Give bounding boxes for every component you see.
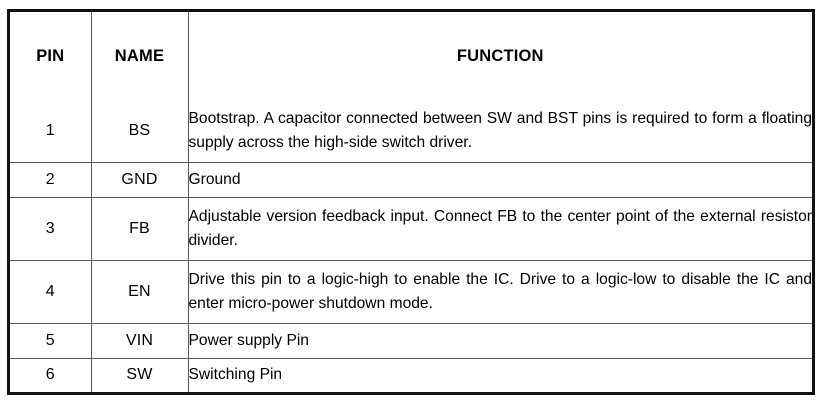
cell-name: BS: [91, 100, 189, 164]
cell-function: Drive this pin to a logic-high to enable…: [188, 260, 813, 325]
cell-name: GND: [91, 162, 189, 198]
cell-function: Bootstrap. A capacitor connected between…: [188, 100, 813, 164]
cell-function: Switching Pin: [188, 358, 812, 392]
pin-description-table-container: PIN NAME FUNCTION 1 BS Bootstrap. A capa…: [7, 9, 815, 395]
cell-pin: 6: [10, 358, 92, 392]
cell-function-text: Bootstrap. A capacitor connected between…: [188, 110, 813, 152]
cell-function-text: Power supply Pin: [188, 332, 309, 350]
column-header-function: FUNCTION: [188, 12, 812, 100]
cell-name: SW: [91, 358, 189, 392]
cell-pin: 5: [10, 323, 92, 359]
cell-name: VIN: [91, 323, 189, 359]
table-row: 5 VIN Power supply Pin: [10, 323, 812, 359]
cell-pin: 3: [10, 197, 92, 261]
cell-pin: 2: [10, 162, 92, 198]
cell-function-text: Adjustable version feedback input. Conne…: [188, 208, 813, 249]
table-row: 2 GND Ground: [10, 162, 812, 198]
table-header-row: PIN NAME FUNCTION: [10, 12, 812, 100]
cell-function-text: Switching Pin: [188, 366, 283, 384]
column-header-name: NAME: [91, 12, 189, 100]
cell-function-text: Drive this pin to a logic-high to enable…: [188, 271, 813, 313]
cell-pin: 4: [10, 260, 92, 325]
cell-function-text: Ground: [188, 171, 241, 189]
table-row: 1 BS Bootstrap. A capacitor connected be…: [10, 100, 813, 164]
cell-pin: 1: [10, 100, 92, 164]
pin-description-table: PIN NAME FUNCTION 1 BS Bootstrap. A capa…: [10, 12, 812, 392]
table-row: 6 SW Switching Pin: [10, 358, 812, 392]
cell-function: Power supply Pin: [188, 323, 812, 359]
cell-name: FB: [91, 197, 189, 261]
cell-function: Adjustable version feedback input. Conne…: [188, 197, 813, 261]
cell-function: Ground: [188, 162, 812, 198]
table-row: 4 EN Drive this pin to a logic-high to e…: [10, 260, 813, 325]
cell-name: EN: [91, 260, 189, 325]
column-header-pin: PIN: [10, 12, 92, 100]
table-row: 3 FB Adjustable version feedback input. …: [10, 197, 813, 261]
